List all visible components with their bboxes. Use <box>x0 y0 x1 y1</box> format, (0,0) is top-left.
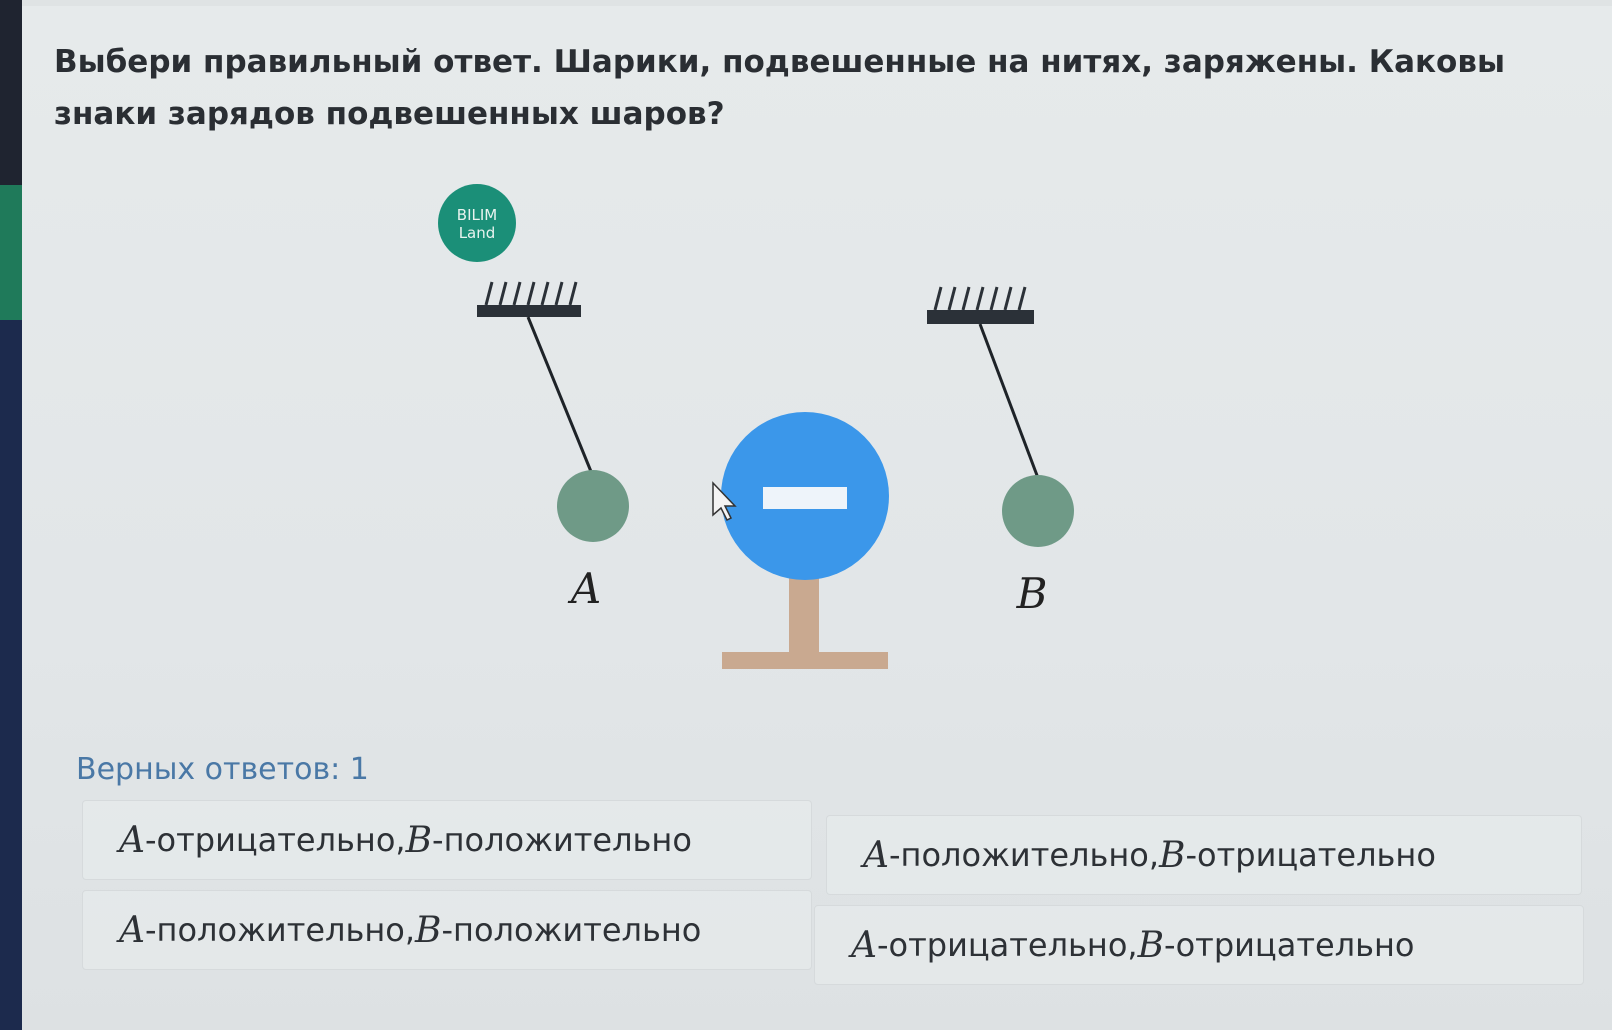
option-var-b: B <box>1159 834 1186 876</box>
option-var-b: B <box>405 819 433 861</box>
left-rail <box>0 0 22 1030</box>
answer-option-1[interactable]: A-отрицательно, B-положительно <box>82 800 812 880</box>
option-text-a: -отрицательно, <box>877 926 1138 964</box>
option-text-b: -отрицательно <box>1185 836 1436 874</box>
option-var-a: A <box>851 924 877 966</box>
option-text-b: -отрицательно <box>1164 926 1415 964</box>
left-rail-bottom <box>0 320 22 1030</box>
option-var-a: A <box>863 834 889 876</box>
correct-answers-count: Верных ответов: 1 <box>76 752 369 787</box>
question-text: Выбери правильный ответ. Шарики, подвеше… <box>54 44 1505 132</box>
option-text-a: -отрицательно, <box>145 821 406 859</box>
left-rail-top <box>0 0 22 185</box>
option-text-a: -положительно, <box>889 836 1160 874</box>
left-rail-accent <box>0 185 22 320</box>
option-text-b: -положительно <box>432 821 692 859</box>
option-var-a: A <box>119 819 145 861</box>
answer-option-3[interactable]: A-положительно, B-положительно <box>82 890 812 970</box>
answer-option-2[interactable]: A-положительно, B-отрицательно <box>826 815 1582 895</box>
option-text-a: -положительно, <box>145 911 416 949</box>
option-var-b: B <box>415 909 442 951</box>
answer-option-4[interactable]: A-отрицательно, B-отрицательно <box>814 905 1584 985</box>
option-text-b: -положительно <box>441 911 702 949</box>
option-var-b: B <box>1137 924 1165 966</box>
option-var-a: A <box>119 909 145 951</box>
